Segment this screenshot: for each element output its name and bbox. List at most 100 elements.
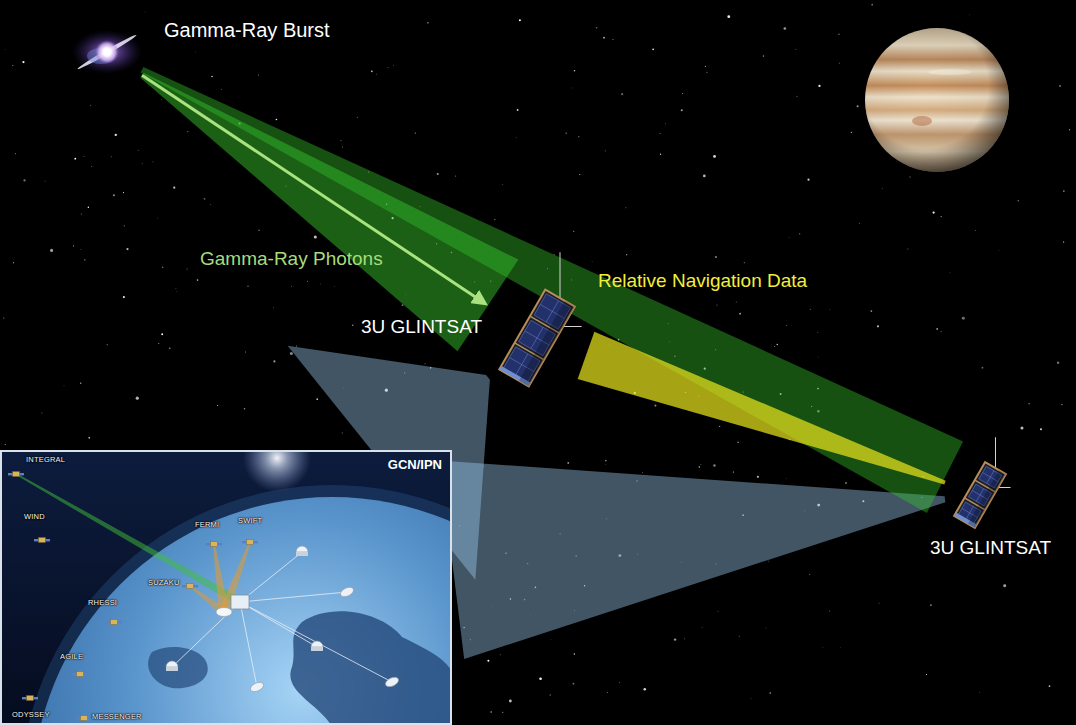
star — [393, 64, 395, 66]
star — [591, 261, 593, 263]
star — [607, 692, 608, 693]
star — [738, 635, 740, 637]
star — [402, 304, 404, 306]
star — [1069, 129, 1070, 130]
ground-network — [166, 546, 400, 694]
star — [247, 286, 248, 287]
star — [144, 11, 146, 13]
star — [110, 156, 112, 158]
star — [549, 694, 550, 695]
star — [352, 324, 354, 326]
star — [175, 288, 177, 290]
star — [89, 105, 91, 107]
star — [578, 136, 579, 137]
star — [1063, 241, 1064, 242]
downlink-beam — [219, 542, 251, 614]
star — [788, 237, 790, 239]
star — [574, 653, 576, 655]
gamma-ray-burst: Gamma-Ray Burst — [72, 28, 142, 76]
star — [705, 66, 706, 67]
observatory-base — [166, 667, 178, 671]
star — [157, 217, 159, 219]
star — [12, 65, 13, 66]
star — [619, 682, 620, 683]
star — [882, 187, 884, 189]
star — [605, 460, 607, 462]
star — [765, 627, 767, 629]
star — [626, 254, 627, 255]
mini-satellite-panel — [194, 585, 199, 587]
star — [141, 162, 143, 164]
burst-label: Gamma-Ray Burst — [164, 18, 330, 42]
star — [818, 85, 820, 87]
network-link — [240, 602, 257, 687]
star — [579, 174, 580, 175]
mini-satellite-panel — [84, 673, 89, 675]
mini-satellite-panel — [34, 697, 39, 699]
star — [376, 73, 378, 75]
satellite-name: WIND — [24, 512, 45, 521]
star — [73, 245, 74, 246]
star — [211, 76, 212, 77]
star — [244, 408, 246, 410]
star — [13, 262, 14, 263]
star — [539, 677, 542, 680]
star — [652, 49, 654, 51]
star — [858, 222, 860, 224]
mini-satellite-bus — [211, 542, 218, 547]
star — [949, 272, 951, 274]
mini-satellite-bus — [77, 672, 84, 677]
inset-beams — [16, 473, 251, 615]
star — [642, 471, 644, 473]
star — [499, 654, 501, 656]
star — [136, 397, 139, 400]
star — [682, 93, 683, 94]
star — [962, 317, 965, 320]
mini-satellite-bus — [13, 472, 20, 477]
star — [743, 262, 745, 264]
mini-satellite — [106, 620, 122, 625]
star — [757, 476, 759, 478]
star — [137, 149, 139, 151]
observatory-base — [311, 647, 323, 651]
observatory-dome — [311, 641, 323, 647]
star — [603, 37, 605, 39]
star — [273, 307, 275, 309]
star — [1059, 85, 1060, 86]
network-hub — [231, 595, 249, 609]
star — [933, 211, 935, 213]
star — [878, 602, 880, 604]
mini-satellite-bus — [247, 540, 254, 545]
star — [44, 180, 46, 182]
edge-label: Relative Navigation Data — [598, 270, 807, 293]
downlink-beam — [16, 473, 242, 605]
satellite-name: SWIFT — [238, 516, 262, 525]
star — [210, 204, 212, 206]
observatory-base — [296, 552, 308, 556]
star — [701, 626, 703, 628]
star — [817, 331, 819, 333]
star — [340, 140, 342, 142]
star — [158, 343, 159, 344]
cubesat: 3U GLINTSAT — [488, 290, 586, 386]
star — [490, 711, 491, 712]
star — [979, 692, 981, 694]
star — [124, 225, 125, 226]
star — [1049, 685, 1051, 687]
beam-wedge — [578, 332, 946, 485]
beam-wedge — [141, 67, 963, 513]
mini-satellite-panel — [242, 541, 247, 543]
star — [1003, 584, 1006, 587]
star — [838, 62, 840, 64]
star — [786, 478, 788, 480]
star — [342, 146, 344, 148]
mini-satellite-panel — [182, 585, 187, 587]
star — [796, 96, 797, 97]
star — [733, 471, 734, 472]
star — [716, 304, 717, 305]
star — [50, 249, 53, 252]
star — [161, 333, 163, 335]
gcn-ipn-inset-shape — [2, 452, 450, 723]
network-link — [240, 602, 317, 647]
